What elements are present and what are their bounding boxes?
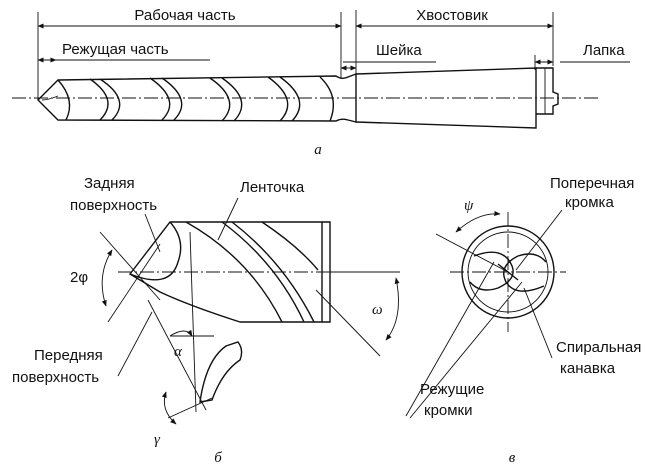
chisel-edge-leader [515, 209, 563, 271]
flute-line [89, 78, 109, 121]
shank-taper [355, 67, 537, 129]
chisel-edge-label: кромка [565, 194, 614, 211]
rake-leader [117, 311, 153, 377]
flank-surface-label: поверхность [70, 197, 157, 214]
flute-curve [231, 221, 315, 323]
margin-leader [217, 197, 239, 241]
point-angle-line [99, 231, 161, 301]
caption-v: в [509, 450, 516, 466]
flute-curve [185, 221, 283, 323]
flute-line [209, 77, 231, 122]
flute-line [221, 77, 243, 122]
helix-angle-label: ω [372, 302, 383, 318]
tang-outline [536, 67, 559, 115]
chisel-angle-arc [455, 210, 501, 233]
drill-end-view: ψ Поперечная кромка Спиральная канавка Р… [405, 175, 641, 466]
chisel-ref-line [435, 233, 509, 273]
flute-line [149, 77, 171, 121]
flank-leader [144, 213, 161, 253]
cutting-edge-leader [409, 281, 523, 419]
flute-profile [469, 251, 514, 291]
flute-label: Спиральная [556, 339, 641, 356]
point-angle-arc [101, 249, 113, 307]
clearance-arc [169, 329, 193, 337]
rake-face-label: поверхность [12, 369, 99, 386]
point-angle-line [107, 243, 161, 323]
flute-label: канавка [560, 360, 616, 377]
flute-line [267, 76, 289, 122]
flank-surface-label: Задняя [84, 175, 135, 192]
cutting-lip [129, 221, 182, 281]
flute-line [319, 76, 334, 122]
chisel-angle-label: ψ [464, 198, 474, 214]
flute-curve [221, 221, 305, 323]
shank-label: Хвостовик [416, 7, 488, 24]
flute-leader [523, 287, 553, 359]
flute-profile [503, 253, 547, 292]
helix-line [315, 289, 381, 357]
chip-shape [199, 341, 243, 403]
drill-side-view: Рабочая часть Хвостовик Режущая часть Ше… [12, 7, 630, 158]
wedge-line [147, 299, 207, 411]
helix-arc [385, 277, 400, 341]
flute-line [99, 78, 121, 121]
rake-angle-label: γ [154, 432, 161, 448]
drill-tip-view: 2φ ω Задняя поверхность Ленточка Передня… [12, 175, 400, 466]
flute-line [161, 77, 183, 121]
rake-face-label: Передняя [34, 347, 103, 364]
point-angle-label: 2φ [70, 269, 88, 286]
flute-line [279, 76, 301, 122]
flute-curve [261, 221, 319, 271]
clearance-angle-label: α [174, 344, 183, 360]
cutting-edges-label: кромки [424, 402, 473, 419]
tip-body-outline [128, 221, 331, 323]
flute-line [57, 79, 71, 121]
chisel-edge-label: Поперечная [550, 175, 634, 192]
cutting-part-label: Режущая часть [62, 41, 169, 58]
cutting-edges-label: Режущие [420, 381, 484, 398]
cutting-edge-leader [405, 261, 495, 417]
margin-label: Ленточка [240, 179, 305, 196]
wedge-ref-line [189, 231, 197, 413]
working-part-label: Рабочая часть [134, 7, 235, 24]
caption-b: б [214, 450, 222, 466]
drill-body-outline [37, 72, 357, 123]
caption-a: а [314, 142, 322, 158]
tip-edge [41, 95, 59, 101]
tang-label: Лапка [583, 42, 625, 59]
neck-label: Шейка [376, 42, 422, 59]
rake-arc [161, 391, 177, 425]
